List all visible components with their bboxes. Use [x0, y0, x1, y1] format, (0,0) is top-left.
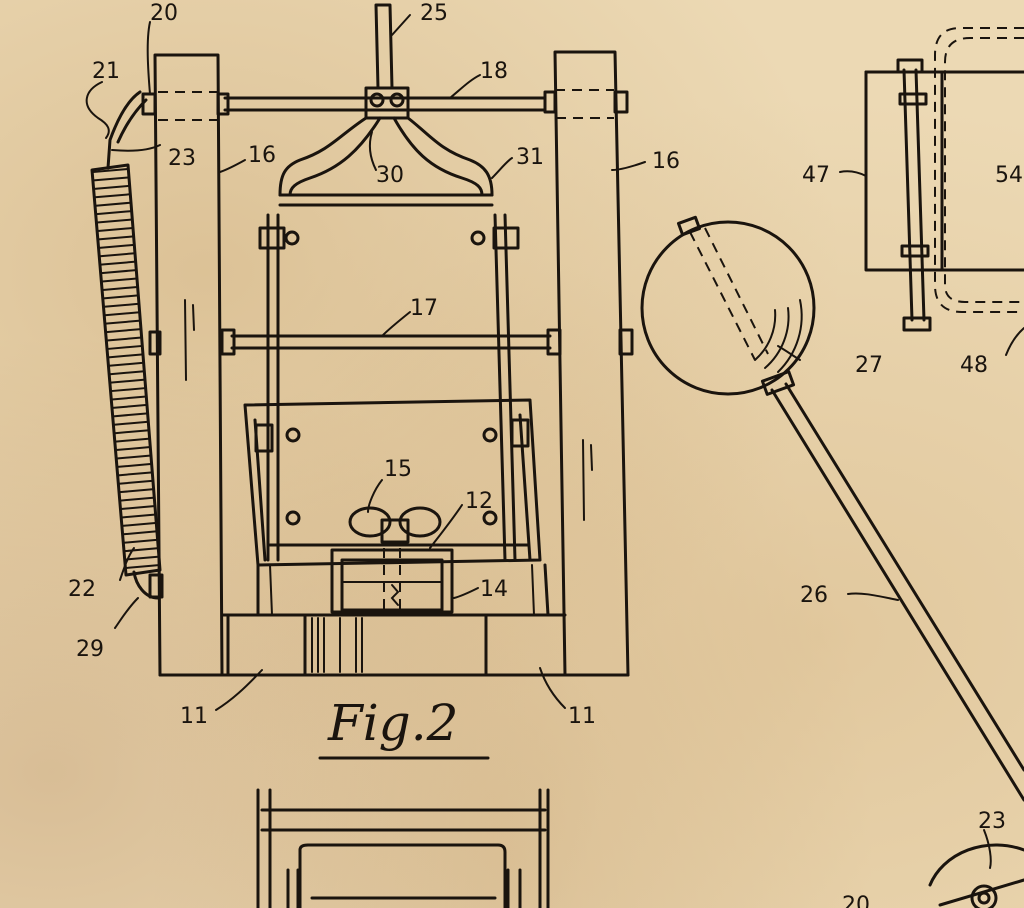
label-31: 31 [516, 145, 544, 170]
spring-coil [124, 555, 161, 561]
spring-coil [113, 420, 150, 426]
handle-25 [364, 3, 410, 120]
label-54: 54 [995, 163, 1023, 188]
label-29: 29 [76, 637, 104, 662]
spring-coil [122, 530, 159, 536]
label-18: 18 [480, 59, 508, 84]
figure-caption-text: Fig.2 [327, 694, 458, 752]
spring-coil [101, 285, 139, 291]
spring-coil [92, 176, 130, 182]
figure-caption: Fig.2 [318, 694, 490, 760]
label-12: 12 [465, 489, 493, 514]
label-21: 21 [92, 59, 120, 84]
label-20-lower: 20 [842, 893, 870, 908]
ball-27 [640, 215, 816, 396]
label-16-left: 16 [248, 143, 276, 168]
spring-coil [94, 193, 132, 199]
spring-coil [102, 294, 140, 300]
spring-coil [125, 564, 161, 569]
label-11-left: 11 [180, 704, 208, 729]
spring-coil [97, 235, 135, 241]
spring-coil [105, 328, 142, 334]
spring-coil [109, 378, 147, 384]
lower-right-figure [928, 843, 1024, 908]
spring-coil [94, 201, 132, 207]
top-rod-18 [141, 90, 629, 116]
label-23: 23 [168, 146, 196, 171]
spring-coil [113, 429, 151, 435]
label-17: 17 [410, 296, 438, 321]
label-20: 20 [150, 1, 178, 26]
spring-coil [106, 336, 143, 342]
spring-coil [98, 243, 136, 249]
label-14: 14 [480, 577, 508, 602]
label-22: 22 [68, 577, 96, 602]
label-30: 30 [376, 163, 404, 188]
spring-coil [117, 479, 155, 485]
spring-coil [118, 488, 155, 494]
spring-coil [121, 521, 158, 527]
label-16-right: 16 [652, 149, 680, 174]
label-15: 15 [384, 457, 412, 482]
part-47 [864, 58, 1024, 332]
spring-coil [108, 370, 146, 376]
spring-coil [112, 412, 149, 418]
lower-figure [256, 788, 550, 908]
base-11 [158, 613, 630, 677]
rod-26 [770, 382, 1024, 802]
spring-coil [117, 471, 154, 477]
link-31-left [258, 213, 300, 562]
label-47: 47 [802, 163, 830, 188]
spring-coil [96, 226, 134, 232]
spring-coil [99, 252, 136, 258]
spring-coil [122, 538, 159, 544]
label-11-right: 11 [568, 704, 596, 729]
spring-coil [123, 547, 160, 553]
spring-coil [119, 496, 156, 502]
spring-coil [101, 277, 138, 283]
spring-coil [120, 513, 157, 519]
spring-coil [95, 210, 133, 216]
yoke-30 [278, 116, 494, 207]
part-54-dashed [934, 27, 1024, 313]
spring-coil [116, 462, 153, 468]
spring-coil [99, 260, 137, 266]
reference-labels: 20 21 23 16 16 25 18 30 31 17 15 12 14 2… [68, 1, 1023, 908]
spring-22 [90, 90, 164, 600]
link-31-right [470, 213, 520, 562]
label-25: 25 [420, 1, 448, 26]
spring-coil [100, 269, 138, 275]
block-14 [330, 548, 454, 614]
right-upright-16 [553, 50, 630, 677]
spring-coil [103, 311, 141, 317]
spring-coil [93, 184, 131, 190]
spring-coil [120, 505, 157, 511]
wing-nut-15 [348, 506, 442, 544]
label-27: 27 [855, 353, 883, 378]
spring-coil [107, 353, 144, 359]
spring-coil [104, 319, 142, 325]
spring-coil [103, 302, 140, 308]
label-48: 48 [960, 353, 988, 378]
middle-rod-17 [148, 328, 634, 356]
spring-coil [96, 218, 134, 224]
spring-coil [111, 403, 149, 409]
spring-coil [114, 437, 151, 443]
spring-coil [106, 344, 144, 350]
plate-12 [243, 398, 542, 567]
spring-coil [115, 446, 152, 452]
spring-coil [110, 387, 147, 393]
label-23-lower: 23 [978, 809, 1006, 834]
leader-lines [85, 14, 1024, 869]
label-26: 26 [800, 583, 828, 608]
lower-frame [256, 563, 550, 617]
spring-coil [115, 454, 153, 460]
spring-coil [108, 361, 145, 367]
spring-coil [110, 395, 148, 401]
spring-coil [92, 168, 129, 173]
